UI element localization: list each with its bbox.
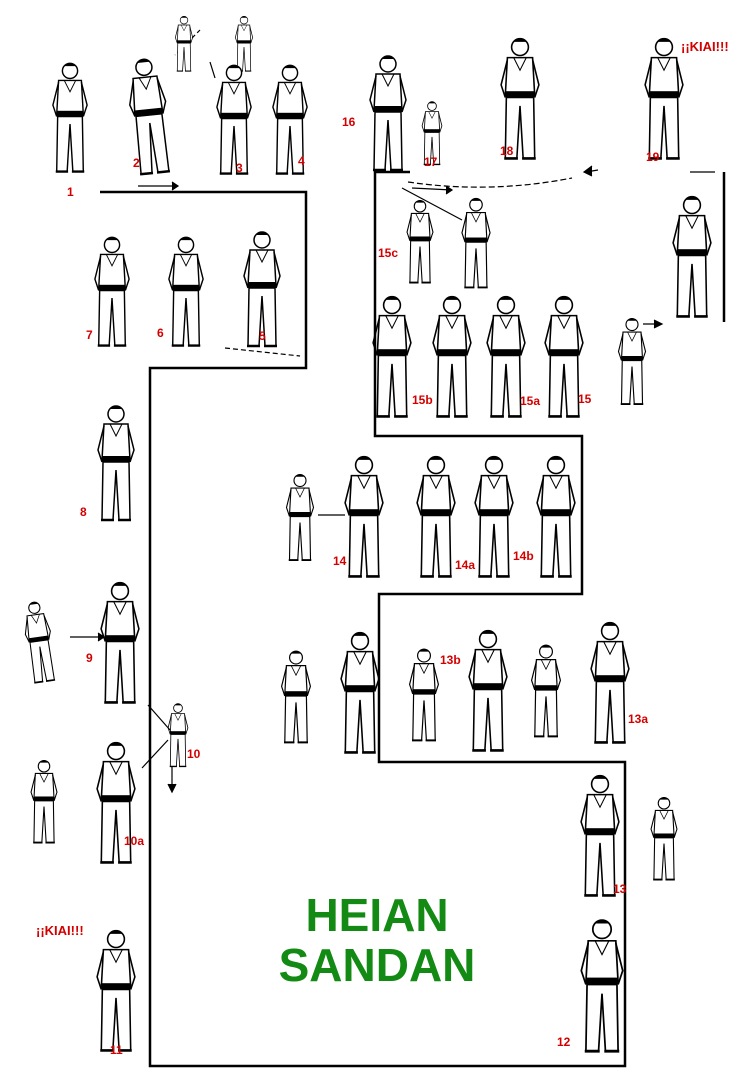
figure-16 — [368, 54, 408, 172]
step-label-4: 4 — [298, 154, 305, 168]
step-label-15b: 15b — [412, 393, 433, 407]
step-label-16: 16 — [342, 115, 356, 129]
step-label-15: 15 — [578, 392, 592, 406]
figure-15b — [371, 294, 413, 418]
step-label-3: 3 — [236, 161, 243, 175]
kiai-label-bottom: ¡¡KIAI!!! — [36, 923, 84, 938]
figure-19-side — [671, 194, 713, 318]
step-label-15a: 15a — [520, 394, 541, 408]
step-label-8: 8 — [80, 505, 87, 519]
kiai-label-top: ¡¡KIAI!!! — [681, 39, 729, 54]
figure-10a-side — [30, 759, 58, 844]
figure-13-left — [339, 630, 381, 754]
step-label-12: 12 — [557, 1035, 571, 1049]
figure-13-side — [650, 796, 678, 881]
figure-9 — [99, 580, 141, 704]
step-label-1: 1 — [67, 185, 74, 199]
figure-19 — [643, 36, 685, 160]
step-label-10: 10 — [187, 747, 201, 761]
step-label-18: 18 — [500, 144, 514, 158]
figure-14c — [535, 454, 577, 578]
figure-14 — [343, 454, 385, 578]
step-label-13: 13 — [613, 882, 627, 896]
figure-8 — [96, 404, 136, 522]
figure-1 — [51, 61, 89, 173]
step-label-14: 14 — [333, 554, 347, 568]
figure-13a-side — [530, 643, 562, 738]
figure-14a — [415, 454, 457, 578]
kata-title: HEIAN SANDAN — [262, 890, 492, 990]
step-label-14b: 14b — [513, 549, 534, 563]
figure-13b-side — [408, 647, 440, 742]
figure-10 — [167, 702, 189, 768]
figure-14-side — [285, 473, 315, 561]
step-label-11: 11 — [110, 1043, 123, 1057]
figure-15c-side — [460, 197, 492, 289]
figure-15-side — [617, 317, 647, 405]
step-label-6: 6 — [157, 326, 164, 340]
step-label-19: 19 — [646, 150, 660, 164]
step-label-17: 17 — [424, 155, 438, 169]
figure-6 — [167, 235, 205, 347]
figure-2-top — [174, 15, 194, 72]
embusen-line — [100, 170, 627, 1068]
step-label-2: 2 — [133, 156, 140, 170]
figure-15b2 — [431, 294, 473, 418]
figure-3-top — [234, 15, 254, 72]
step-label-5: 5 — [259, 329, 266, 343]
step-label-10a: 10a — [124, 834, 145, 848]
step-label-13b: 13b — [440, 653, 461, 667]
figure-13-left-side — [280, 649, 312, 744]
kata-title-line-1: HEIAN — [305, 889, 449, 941]
step-label-13a: 13a — [628, 712, 649, 726]
figure-13a — [589, 620, 631, 744]
figure-14b — [473, 454, 515, 578]
kata-title-line-2: SANDAN — [278, 939, 476, 991]
figure-13b — [467, 628, 509, 752]
figure-12 — [579, 918, 625, 1053]
direction-arrows — [70, 29, 715, 794]
figure-7 — [93, 235, 131, 347]
figure-13 — [579, 773, 621, 897]
step-label-14a: 14a — [455, 558, 476, 572]
figure-3 — [215, 63, 253, 175]
figure-11 — [95, 928, 137, 1052]
figure-15c — [406, 199, 434, 284]
figure-9-side — [20, 599, 59, 684]
step-label-9: 9 — [86, 651, 93, 665]
step-label-15c: 15c — [378, 246, 399, 260]
step-label-7: 7 — [86, 328, 93, 342]
figure-18 — [499, 36, 541, 160]
